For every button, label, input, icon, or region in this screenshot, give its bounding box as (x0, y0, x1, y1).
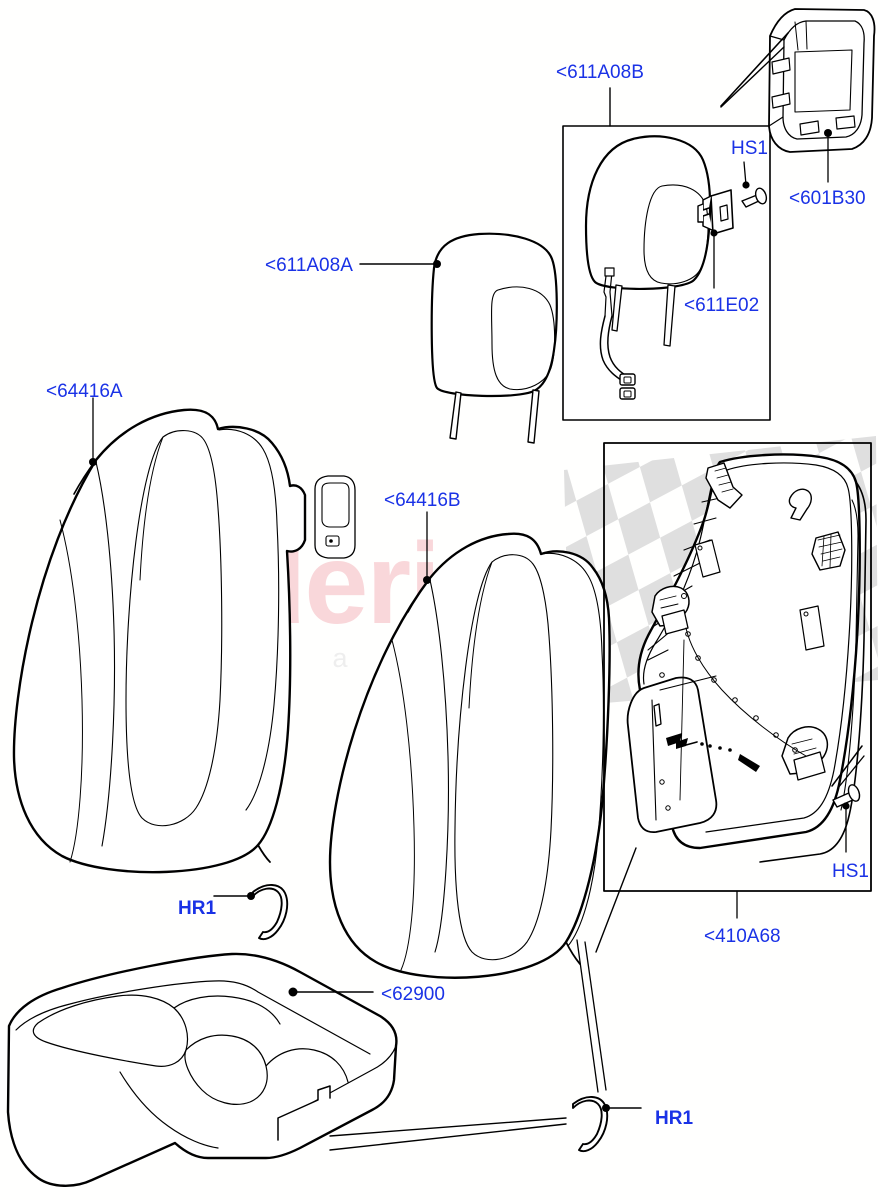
seat-back-cover-64416A-shape (12, 408, 307, 874)
fastener-HS1-top-shape (741, 187, 768, 208)
fastener-HS1-bottom-shape (832, 784, 861, 808)
seat-cushion-62900-shape (6, 952, 398, 1187)
seat-side-control-pad (314, 475, 356, 559)
part-label-HR1-left[interactable]: HR1 (178, 898, 217, 919)
seat-back-panel-410A68-shape (626, 453, 867, 863)
part-label-410A68[interactable]: <410A68 (704, 926, 781, 947)
fastener-HR1-left-shape (252, 884, 289, 941)
headrest-611A08B-shape (584, 135, 712, 400)
part-label-62900[interactable]: <62900 (381, 984, 445, 1005)
part-label-611A08B[interactable]: <611A08B (556, 62, 644, 83)
headrest-611A08A-shape (430, 232, 558, 444)
part-601B30-shape (720, 8, 876, 153)
part-label-HS1-top[interactable]: HS1 (731, 138, 768, 159)
part-label-611A08A[interactable]: <611A08A (265, 255, 353, 276)
part-label-HR1-bottom[interactable]: HR1 (655, 1108, 694, 1129)
part-label-601B30[interactable]: <601B30 (789, 188, 866, 209)
part-label-HS1-bottom[interactable]: HS1 (832, 861, 869, 882)
part-label-64416B[interactable]: <64416B (384, 490, 461, 511)
part-label-611E02[interactable]: <611E02 (684, 295, 760, 316)
fastener-HR1-bottom-shape (572, 1096, 609, 1153)
seat-back-cover-64416B-shape (328, 532, 611, 979)
headrest-bracket-611E02 (697, 189, 734, 235)
part-label-64416A[interactable]: <64416A (46, 381, 123, 402)
